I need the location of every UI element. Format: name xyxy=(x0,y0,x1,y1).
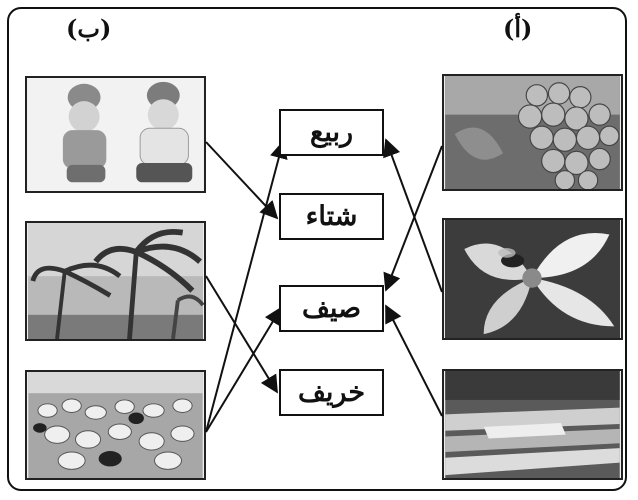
column-label-a: (أ) xyxy=(503,14,533,43)
flower-bee-image xyxy=(444,220,621,338)
babies-photo xyxy=(25,76,206,193)
grapes-photo xyxy=(442,74,623,191)
season-box-summer: صيف xyxy=(279,285,384,332)
grapes-image xyxy=(445,76,620,189)
flower-bee-photo xyxy=(442,218,623,340)
palm-trees-image xyxy=(28,223,204,339)
salt-pans-photo xyxy=(442,369,623,480)
column-label-b: (ب) xyxy=(66,14,112,43)
babies-image xyxy=(28,78,203,191)
palm-storm-photo xyxy=(25,221,206,341)
salt-pans-image xyxy=(445,371,620,478)
exercise-frame xyxy=(7,7,627,491)
sheep-photo xyxy=(25,370,206,480)
sheep-flock-image xyxy=(28,372,203,478)
season-box-winter: شتاء xyxy=(279,193,384,240)
season-box-spring: ربيع xyxy=(279,109,384,156)
season-box-autumn: خريف xyxy=(279,369,384,416)
